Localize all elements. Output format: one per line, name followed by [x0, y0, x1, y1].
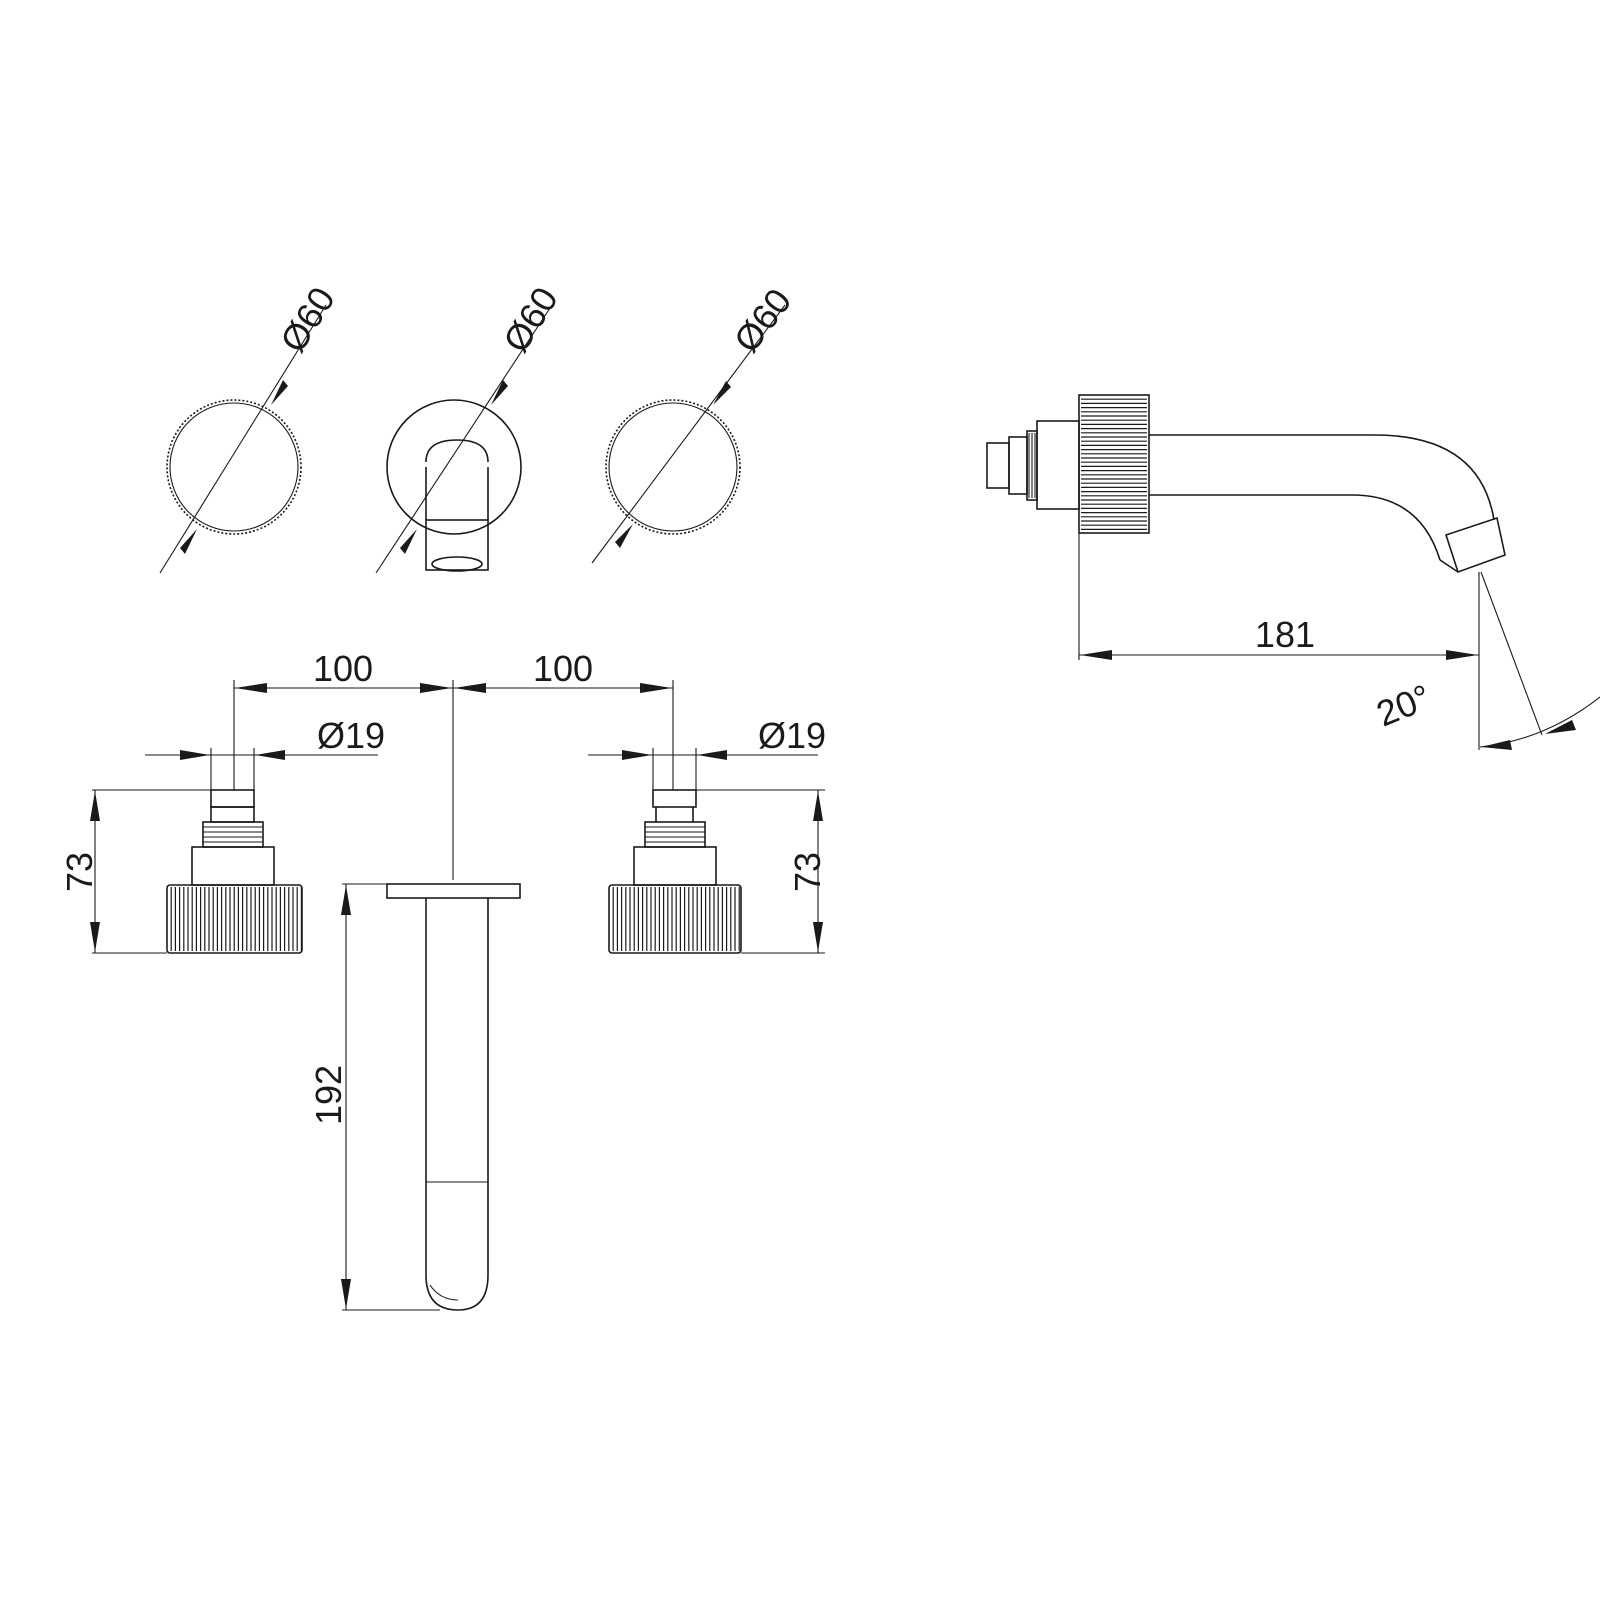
dim-spacing-right: 100 [533, 648, 593, 689]
dim-side-angle: 20° [1371, 676, 1437, 734]
dim-spout-length: 192 [308, 1065, 349, 1125]
dim-right-height: 73 [787, 852, 828, 892]
dim-left-stem-diameter: Ø19 [317, 715, 385, 756]
dim-right-stem-diameter: Ø19 [758, 715, 826, 756]
left-handle-elevation: Ø19 73 [59, 715, 385, 954]
dim-left-height: 73 [59, 852, 100, 892]
spout-elevation: 192 [308, 883, 521, 1311]
spacing-dimensions: 100 100 [233, 648, 674, 880]
dim-spacing-left: 100 [313, 648, 373, 689]
dim-middle-diameter: Ø60 [495, 280, 566, 359]
dim-side-projection: 181 [1255, 614, 1315, 655]
front-view-spout: Ø60 [375, 280, 566, 574]
dim-right-diameter: Ø60 [726, 281, 800, 360]
dim-left-diameter: Ø60 [272, 280, 343, 359]
side-view-spout: 181 20° [986, 394, 1600, 750]
front-view-left-handle: Ø60 [159, 280, 343, 574]
right-handle-elevation: Ø19 73 [588, 715, 828, 954]
front-view-right-handle: Ø60 [591, 281, 800, 564]
